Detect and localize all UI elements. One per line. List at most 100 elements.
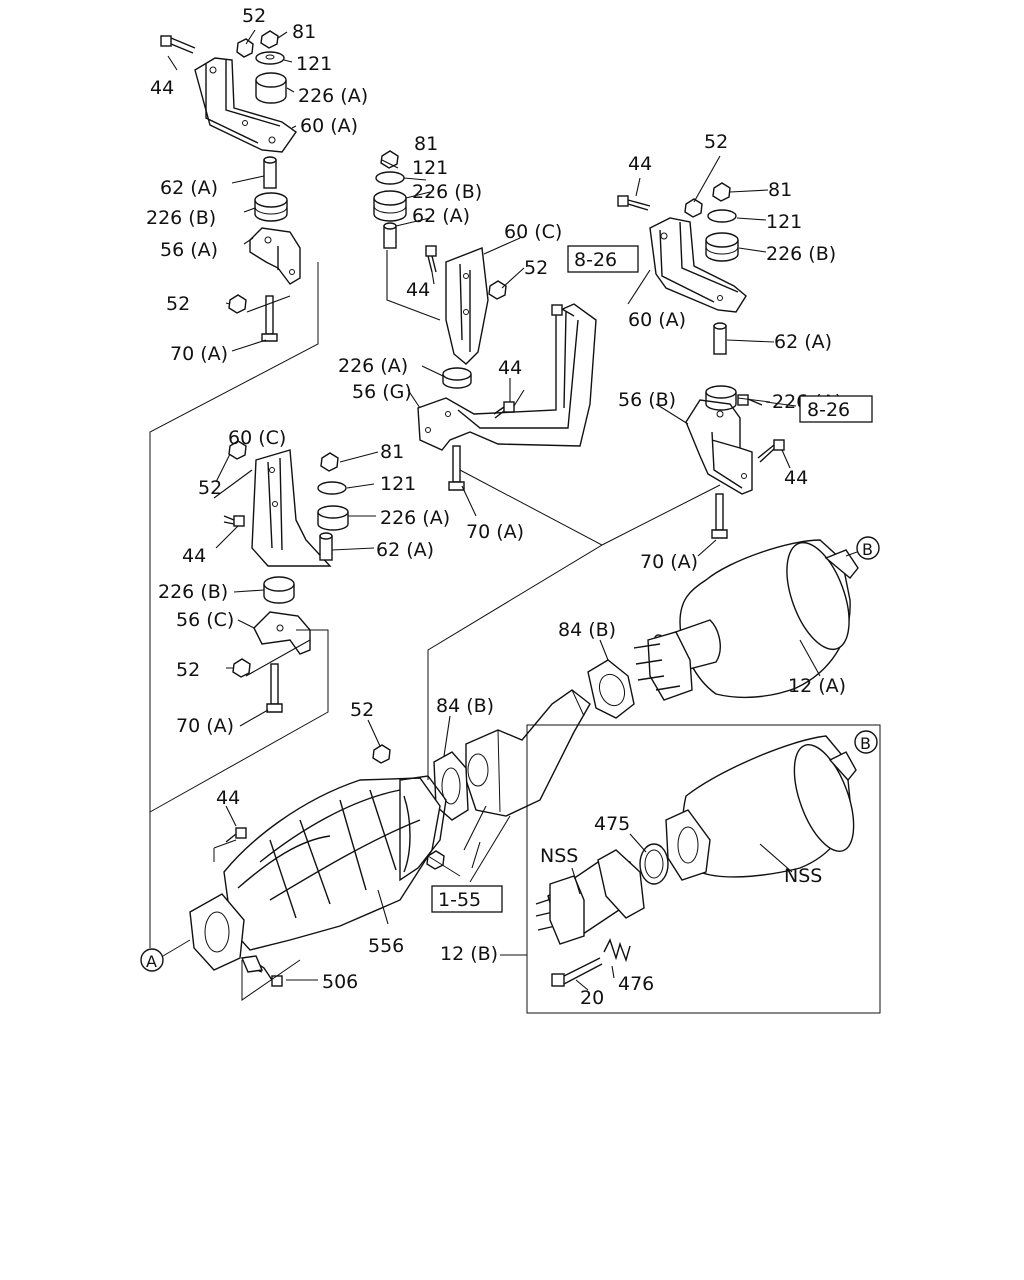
label-52-a: 52 [242,5,266,27]
label-81-a: 81 [292,21,316,43]
label-62a-c: 62 (A) [774,331,832,353]
bolt-44-f [223,515,245,527]
rubber-226a-b [442,367,472,389]
label-226a-d: 226 (A) [380,507,450,529]
bolt-44-c [493,401,515,419]
washer-121-c [707,209,737,223]
spring-476 [603,938,631,963]
nut-52-f [232,658,251,678]
nut-52-g [372,744,391,764]
bolt-44-a [160,35,196,54]
label-12b: 12 (B) [440,943,498,965]
muffler-12a [653,539,859,699]
label-56g: 56 (G) [352,381,412,403]
collar-62a-b [383,222,397,249]
label-62a-b: 62 (A) [412,205,470,227]
label-226b-c: 226 (B) [766,243,836,265]
label-44-d: 44 [628,153,652,175]
ring-gasket-475 [639,843,669,885]
label-44-g: 44 [216,787,240,809]
marker-b-inset: B [854,730,878,754]
label-475: 475 [594,813,630,835]
label-121-a: 121 [296,53,332,75]
label-506: 506 [322,971,358,993]
bolt-70a-c [711,493,728,539]
label-52-b: 52 [166,293,190,315]
nut-52-e [228,440,247,460]
bolt-44-b [425,245,437,273]
label-20: 20 [580,987,604,1009]
ref-box-8-26-b: 8-26 [799,395,873,423]
nut-52-c [488,280,507,300]
bolt-44-g [225,827,247,843]
rubber-226b-d [263,576,295,604]
bolt-826-a [551,304,575,317]
label-70a-b: 70 (A) [640,551,698,573]
svg-text:B: B [860,734,871,753]
label-60c-b: 60 (C) [228,427,286,449]
nut-81-b [380,150,399,169]
nut-81-d [320,452,339,472]
nut-52-d [684,198,703,218]
gasket-84b-a [587,659,635,719]
bolt-44-d [617,195,651,211]
rubber-226a-c [705,385,737,411]
bolt-44-e [757,439,785,463]
label-56c: 56 (C) [176,609,234,631]
svg-text:1-55: 1-55 [438,889,481,911]
svg-text:A: A [146,952,157,971]
label-nss-b: NSS [784,865,822,887]
bolt-70a-b [448,445,465,491]
label-84b-a: 84 (B) [558,619,616,641]
label-226a-a: 226 (A) [298,85,368,107]
label-62a-a: 62 (A) [160,177,218,199]
label-60a-a: 60 (A) [300,115,358,137]
label-52-e: 52 [198,477,222,499]
label-44-f: 44 [182,545,206,567]
label-nss-a: NSS [540,845,578,867]
label-556: 556 [368,935,404,957]
nut-81-a [260,30,279,49]
rubber-226a-d [317,505,349,531]
label-44-e: 44 [784,467,808,489]
label-84b-b: 84 (B) [436,695,494,717]
label-70a-a: 70 (A) [170,343,228,365]
label-226a-b: 226 (A) [338,355,408,377]
nut-81-c [712,182,731,202]
inlet-flange-a [189,893,245,971]
bracket-56b [685,399,753,495]
label-226b-d: 226 (B) [158,581,228,603]
collar-62a-a [263,156,277,189]
muffler-nss [665,735,857,881]
label-12a: 12 (A) [788,675,846,697]
label-52-c: 52 [524,257,548,279]
bracket-60c-left [251,449,332,567]
label-60c-a: 60 (C) [504,221,562,243]
bolt-70a-a [261,295,278,342]
svg-text:B: B [862,540,873,559]
label-476: 476 [618,973,654,995]
label-121-d: 121 [380,473,416,495]
label-70a-d: 70 (A) [176,715,234,737]
bracket-56g [417,303,597,451]
collar-62a-d [319,532,333,561]
ref-box-8-26-a: 8-26 [567,245,639,273]
ref-box-1-55: 1-55 [431,885,503,913]
washer-121-d [317,481,347,495]
bracket-60a-right [649,217,747,313]
label-121-b: 121 [412,157,448,179]
label-81-b: 81 [414,133,438,155]
washer-121-a [255,51,285,65]
label-52-f: 52 [176,659,200,681]
catalytic-converter-556 [223,775,447,951]
label-52-d: 52 [704,131,728,153]
exhaust-elbow-pipe [465,689,591,817]
label-70a-c: 70 (A) [466,521,524,543]
svg-text:8-26: 8-26 [574,249,617,271]
label-44-b: 44 [406,279,430,301]
label-121-c: 121 [766,211,802,233]
bracket-56c [253,611,311,655]
washer-121-b [375,171,405,185]
bracket-60a-upper-left [194,57,297,153]
